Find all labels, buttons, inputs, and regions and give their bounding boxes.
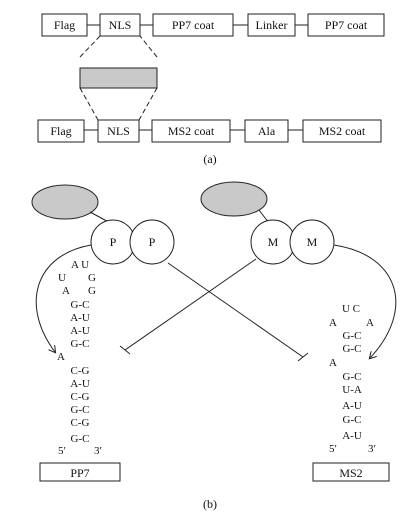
expansion-line [138,87,158,121]
base-pair: U-A [342,384,362,396]
panel-b-caption: (b) [203,497,217,511]
ala-linker-domain [244,119,289,143]
blunt-end [297,352,309,362]
loop-nucleotide: A [329,317,337,329]
ms2-coat-subunit-2 [289,219,335,265]
ms2-name: MS2 [339,466,362,480]
nls-domain [97,119,140,143]
inserted-sequence-bar [79,67,158,89]
base-pair: C-G [71,365,90,377]
pp7-name-box [39,462,121,482]
subunit-label: M [307,235,318,249]
base-pair: G-C [71,338,90,350]
base-pair: G-C [343,330,362,342]
fused-protein-ellipse [200,181,268,217]
linker-domain [247,13,296,37]
flag-domain [37,119,85,143]
base-pair: C-G [71,391,90,403]
loop-nucleotide: G [88,285,96,297]
pp7-name: PP7 [70,466,89,480]
pp7-coat-subunit-2 [129,219,175,265]
base-pair: G-C [71,404,90,416]
base-pair: A-U [70,325,90,337]
ms2-fusion-construct: Flag NLS MS2 coat Ala MS2 coat [37,119,382,143]
flag-label: Flag [54,18,75,32]
ms2-coat-label-1: MS2 coat [168,124,215,138]
nls-label: NLS [109,18,132,32]
nls-label: NLS [107,124,130,138]
ms2-coat-domain-1 [151,119,231,143]
subunit-label: P [110,235,117,249]
base-pair: G-C [343,414,362,426]
five-prime-end: 5′ [329,443,337,455]
base-pair: G-C [71,433,90,445]
ala-label: Ala [258,124,276,138]
base-pair: A-U [342,400,362,412]
base-pair: A-U [342,430,362,442]
base-pair: G-C [343,343,362,355]
ms2-rna-hairpin: U C A A G-C G-C A G-C U-A A-U G-C A-U 5′… [312,303,390,482]
loop-nucleotide: A [62,285,70,297]
fused-protein-ellipse [31,184,99,220]
base-pair: G-C [343,371,362,383]
expansion-line [79,35,101,58]
pp7-to-ms2-no-binding [167,262,304,358]
five-prime-end: 5′ [58,445,66,457]
blunt-end [119,345,131,355]
subunit-label: M [268,235,279,249]
flag-domain [41,13,88,37]
base-pair: C-G [71,417,90,429]
ms2-coat-label-2: MS2 coat [319,124,366,138]
pp7-coat-domain-1 [152,13,234,37]
loop-nucleotide: A [366,317,374,329]
base-pair: A-U [70,312,90,324]
bulge-nucleotide: A [57,351,65,363]
pp7-coat-label-1: PP7 coat [172,18,215,32]
subunit-label: P [149,235,156,249]
ms2-fusion-protein: M M [200,181,335,265]
ms2-to-pp7-no-binding [124,258,257,351]
flag-label: Flag [50,124,71,138]
expansion-line [139,35,158,58]
loop-nucleotides: U C [342,303,360,315]
ms2-binding-arrow [333,244,397,358]
three-prime-end: 3′ [94,445,102,457]
pp7-coat-label-2: PP7 coat [325,18,368,32]
ms2-name-box [312,462,390,482]
nls-domain [99,13,141,37]
panel-a: Flag NLS PP7 coat Linker PP7 coat Flag N… [37,13,385,166]
panel-b: P P M M A U U G A G G-C A-U A-U [31,181,397,511]
ms2-coat-domain-2 [302,119,382,143]
base-pair: G-C [71,299,90,311]
panel-a-caption: (a) [203,152,216,166]
loop-nucleotide: G [88,272,96,284]
pp7-rna-hairpin: A U U G A G G-C A-U A-U G-C A C-G A-U C-… [39,259,121,482]
bulge-nucleotide: A [329,357,337,369]
base-pair: A-U [70,378,90,390]
loop-nucleotides: A U [71,259,89,271]
linker-label: Linker [256,18,288,32]
three-prime-end: 3′ [368,443,376,455]
pp7-fusion-protein: P P [31,184,175,265]
loop-nucleotide: U [58,272,66,284]
expansion-line [79,87,99,121]
pp7-coat-domain-2 [307,13,385,37]
pp7-fusion-construct: Flag NLS PP7 coat Linker PP7 coat [41,13,385,37]
pp7-binding-arrow [35,244,92,352]
